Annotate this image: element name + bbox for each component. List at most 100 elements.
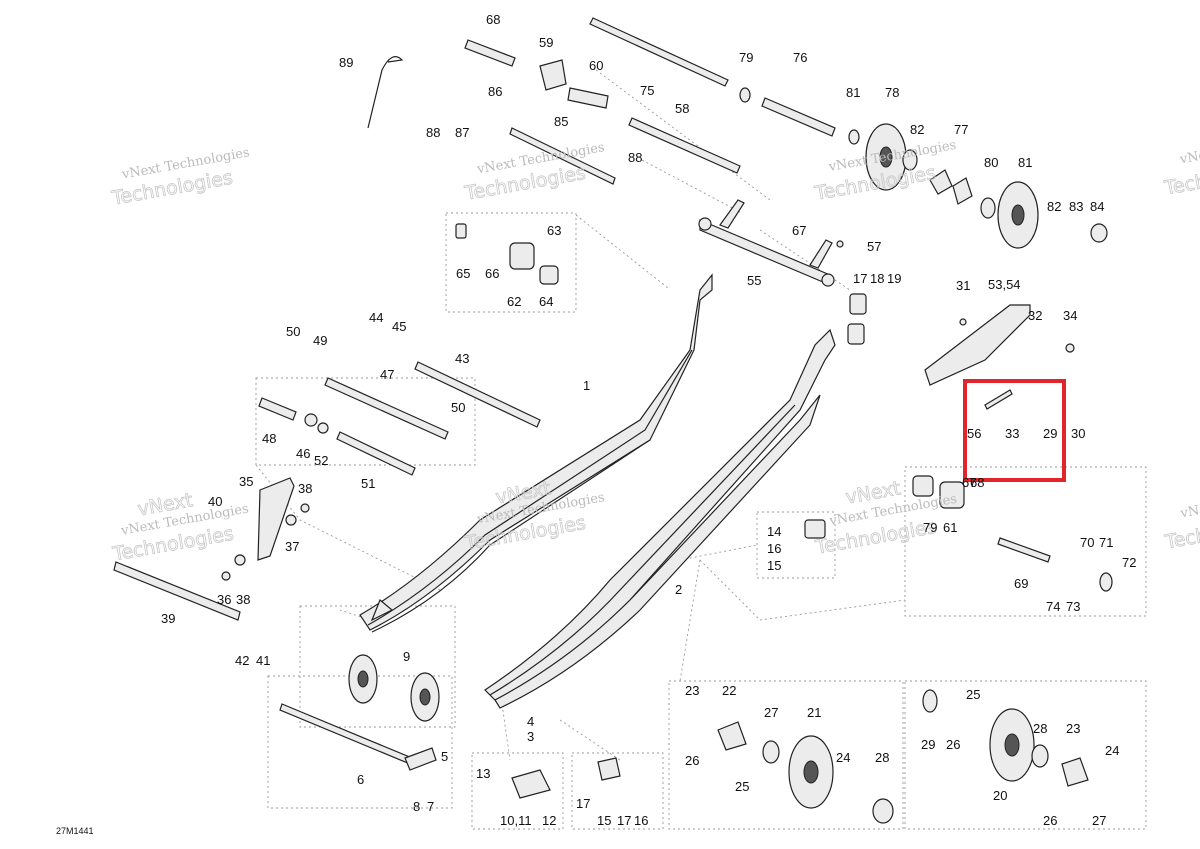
ring-28a	[922, 689, 938, 713]
callout-label: 6	[357, 772, 364, 787]
callout-label: 59	[539, 35, 553, 50]
callout-label: 28	[1033, 721, 1047, 736]
callout-label: 81	[1018, 155, 1032, 170]
callout-label: 79	[923, 520, 937, 535]
connector-line	[679, 544, 758, 561]
shaft-68	[464, 39, 516, 67]
callout-label: 28	[875, 750, 889, 765]
callout-label: 29	[921, 737, 935, 752]
ring-80b	[980, 197, 996, 219]
callout-label: 89	[339, 55, 353, 70]
wheel-81	[997, 181, 1039, 249]
callout-label: 64	[539, 294, 553, 309]
connector-line	[641, 159, 741, 213]
shaft-75	[589, 17, 729, 87]
callout-label: 25	[966, 687, 980, 702]
callout-label: 9	[403, 649, 410, 664]
shaft-76	[761, 97, 836, 137]
shafts	[113, 17, 1051, 765]
cap-77b	[952, 177, 973, 205]
pin-65	[455, 223, 467, 239]
callout-label: 14	[767, 524, 781, 539]
bushing-61b	[939, 481, 965, 509]
callout-label: 65	[456, 266, 470, 281]
callout-label: 21	[807, 705, 821, 720]
shaft-48	[258, 397, 297, 421]
callout-label: 80	[984, 155, 998, 170]
shaft-51	[336, 431, 416, 476]
callout-label: 81	[846, 85, 860, 100]
plate-53-54	[924, 304, 1031, 386]
callout-label: 15	[767, 558, 781, 573]
bushing-64	[539, 265, 559, 285]
callout-label: 71	[1099, 535, 1113, 550]
cap-77a	[929, 169, 953, 195]
callout-label: 47	[380, 367, 394, 382]
callout-label: 41	[256, 653, 270, 668]
callout-label: 82	[910, 122, 924, 137]
callout-label: 27	[1092, 813, 1106, 828]
group-outlines	[255, 212, 1147, 830]
callout-label: 32	[1028, 308, 1042, 323]
callout-label: 57	[867, 239, 881, 254]
callout-label: 70	[1080, 535, 1094, 550]
callout-label: 79	[739, 50, 753, 65]
washer-37	[285, 514, 297, 526]
callout-label: 38	[236, 592, 250, 607]
callout-label: 58	[675, 101, 689, 116]
callout-label: 19	[887, 271, 901, 286]
callout-label: 33	[1005, 426, 1019, 441]
callout-label: 24	[1105, 743, 1119, 758]
callout-label: 60	[589, 58, 603, 73]
spacer-46	[304, 413, 318, 427]
group-outline-rear-wheel-right	[904, 680, 1147, 830]
connector-line	[559, 719, 621, 761]
bolt-36	[221, 571, 231, 581]
callout-label: 67	[962, 475, 976, 490]
shaft-69	[997, 537, 1051, 563]
ring-71	[1099, 572, 1113, 592]
connector-line	[595, 69, 771, 201]
callout-label: 37	[285, 539, 299, 554]
group-outline-shaft-set	[255, 377, 476, 466]
connector-line	[759, 229, 851, 291]
callout-label: 38	[298, 481, 312, 496]
wheel-78	[865, 123, 907, 191]
nut-57	[836, 240, 844, 248]
washer-37b	[234, 554, 246, 566]
cross-shaft-frame	[698, 199, 835, 287]
callout-label: 4	[527, 714, 534, 729]
callout-label: 34	[1063, 308, 1077, 323]
rail-right	[484, 328, 836, 709]
callout-label: 49	[313, 333, 327, 348]
callout-labels-repeat: 50 88 81 82 79 38 67 68 17 15 17 16 29 2…	[236, 85, 1119, 828]
callout-label: 18	[870, 271, 884, 286]
callout-label: 23	[685, 683, 699, 698]
callout-label: 5	[441, 749, 448, 764]
connector-line	[255, 464, 441, 591]
group-outline-front-idler	[445, 212, 577, 313]
highlight-box	[963, 379, 1066, 482]
arm-35	[257, 477, 295, 561]
shaft-6	[279, 703, 413, 765]
callout-label: 52	[314, 453, 328, 468]
callout-label: 7	[427, 799, 434, 814]
callout-label: 53,54	[988, 277, 1021, 292]
callout-label: 56	[967, 426, 981, 441]
callout-label: 17	[576, 796, 590, 811]
small-parts	[221, 56, 1089, 799]
callout-label: 3	[527, 729, 534, 744]
callout-label: 2	[675, 582, 682, 597]
callout-label: 26	[685, 753, 699, 768]
group-outline-lower-idlers	[299, 605, 456, 728]
callout-label: 55	[747, 273, 761, 288]
callout-label: 63	[547, 223, 561, 238]
idler-wheels	[348, 87, 1113, 824]
block-17b	[847, 323, 865, 345]
callout-label: 48	[262, 431, 276, 446]
callout-label: 17	[853, 271, 867, 286]
group-outline-rear-wheel-left	[668, 680, 904, 830]
callout-label: 74	[1046, 599, 1060, 614]
callout-label: 67	[792, 223, 806, 238]
wheel-9b	[410, 672, 440, 722]
